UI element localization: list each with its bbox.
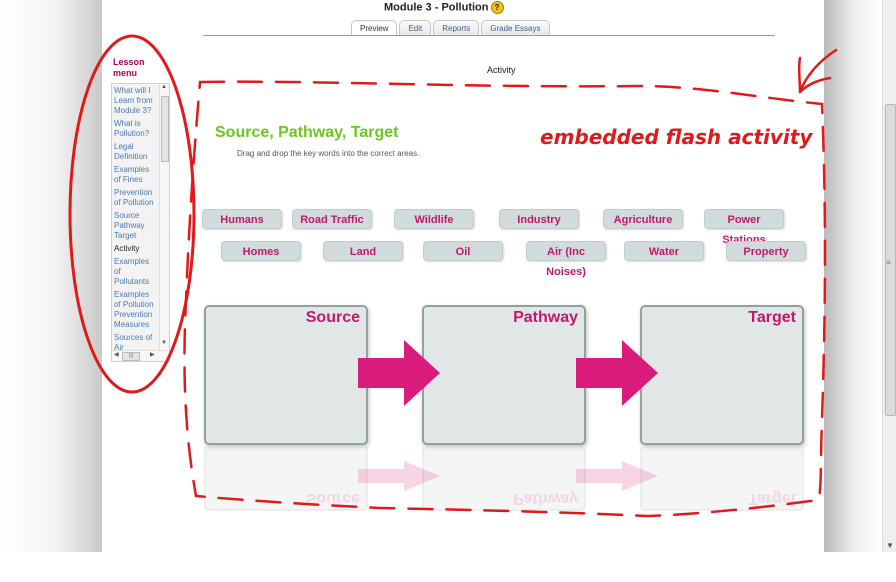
keyword-land[interactable]: Land bbox=[323, 241, 403, 261]
page-title-text: Module 3 - Pollution bbox=[384, 1, 489, 14]
annotation-label: embedded flash activity bbox=[540, 125, 813, 149]
lesson-menu-item-what-is-pollution[interactable]: What is Pollution? bbox=[114, 119, 150, 138]
lesson-menu: What will I Learn from Module 3? What is… bbox=[111, 83, 170, 362]
lesson-menu-item-legal-definition[interactable]: Legal Definition bbox=[114, 142, 148, 161]
arrow-reflection bbox=[576, 461, 658, 491]
keyword-agriculture[interactable]: Agriculture bbox=[603, 209, 683, 229]
keyword-humans[interactable]: Humans bbox=[202, 209, 282, 229]
lesson-menu-item-examples-of-pollutants[interactable]: Examples of Pollutants bbox=[114, 257, 150, 286]
activity-title: Source, Pathway, Target bbox=[215, 124, 399, 141]
lesson-menu-scroll-thumb[interactable] bbox=[161, 96, 169, 162]
drop-zone-source[interactable]: Source bbox=[204, 305, 368, 445]
lesson-menu-item-prevention-measures[interactable]: Examples of Pollution Prevention Measure… bbox=[114, 290, 154, 329]
lesson-menu-item-what-will-i-learn[interactable]: What will I Learn from Module 3? bbox=[114, 86, 153, 115]
tab-preview[interactable]: Preview bbox=[351, 20, 398, 36]
drop-zone-reflection: Source bbox=[204, 447, 368, 511]
drop-zone-label-source: Source bbox=[305, 309, 360, 326]
scroll-down-arrow-icon[interactable]: ▼ bbox=[161, 340, 167, 346]
question-mark-icon[interactable]: ? bbox=[490, 1, 504, 14]
page-scrollbar[interactable]: ≡ ▼ bbox=[882, 0, 896, 552]
lesson-menu-item-prevention-of-pollution[interactable]: Prevention of Pollution bbox=[114, 188, 154, 207]
scroll-up-arrow-icon[interactable]: ▲ bbox=[161, 84, 167, 90]
keyword-industry[interactable]: Industry bbox=[499, 209, 579, 229]
tab-reports[interactable]: Reports bbox=[433, 20, 480, 36]
activity-heading: Activity bbox=[487, 65, 516, 75]
right-page-gutter bbox=[824, 0, 882, 552]
page-title: Module 3 - Pollution? bbox=[384, 1, 504, 14]
tab-grade-essays[interactable]: Grade Essays bbox=[481, 20, 550, 36]
left-page-gutter bbox=[0, 0, 102, 552]
keyword-oil[interactable]: Oil bbox=[423, 241, 503, 261]
keyword-wildlife[interactable]: Wildlife bbox=[394, 209, 474, 229]
drop-zone-label-target: Target bbox=[748, 309, 796, 326]
scroll-down-arrow-icon[interactable]: ▼ bbox=[886, 541, 894, 550]
tab-bar: Preview Edit Reports Grade Essays bbox=[351, 20, 550, 36]
lesson-menu-item-examples-of-fines[interactable]: Examples of Fines bbox=[114, 165, 150, 184]
arrow-right-icon bbox=[358, 340, 440, 406]
drop-zone-reflection: Target bbox=[640, 447, 804, 511]
drop-zone-label-pathway: Pathway bbox=[513, 309, 578, 326]
keyword-air-inc-noises[interactable]: Air (Inc Noises) bbox=[526, 241, 606, 278]
keyword-road-traffic[interactable]: Road Traffic bbox=[292, 209, 372, 229]
keyword-water[interactable]: Water bbox=[624, 241, 704, 261]
scroll-right-arrow-icon[interactable]: ▶ bbox=[150, 352, 155, 358]
drop-zone-reflection: Pathway bbox=[422, 447, 586, 511]
lesson-menu-item-activity: Activity bbox=[114, 244, 140, 253]
lesson-menu-vertical-scrollbar[interactable]: ▲ ▼ bbox=[159, 84, 169, 350]
keyword-homes[interactable]: Homes bbox=[221, 241, 301, 261]
activity-instruction: Drag and drop the key words into the cor… bbox=[237, 149, 420, 158]
arrow-right-icon bbox=[576, 340, 658, 406]
scroll-left-arrow-icon[interactable]: ◀ bbox=[114, 352, 119, 358]
drop-zone-reflection-label: Target bbox=[748, 490, 796, 507]
keyword-power-stations[interactable]: Power Stations bbox=[704, 209, 784, 246]
lesson-menu-title: Lesson menu bbox=[113, 57, 145, 78]
tab-edit[interactable]: Edit bbox=[399, 20, 432, 36]
lesson-menu-horizontal-scrollbar[interactable]: ◀ ||| ▶ bbox=[112, 350, 168, 361]
scrollbar-grip-icon: ≡ bbox=[886, 258, 891, 267]
drop-zone-reflection-label: Source bbox=[305, 490, 360, 507]
drop-zone-pathway[interactable]: Pathway bbox=[422, 305, 586, 445]
tab-divider bbox=[203, 35, 775, 36]
keyword-property[interactable]: Property bbox=[726, 241, 806, 261]
lesson-menu-list: What will I Learn from Module 3? What is… bbox=[114, 86, 158, 356]
status-bar bbox=[0, 552, 896, 582]
drop-zone-target[interactable]: Target bbox=[640, 305, 804, 445]
drop-zone-reflection-label: Pathway bbox=[513, 490, 578, 507]
lesson-menu-hscroll-thumb[interactable]: ||| bbox=[122, 352, 140, 361]
lesson-menu-item-source-pathway-target[interactable]: Source Pathway Target bbox=[114, 211, 145, 240]
arrow-reflection bbox=[358, 461, 440, 491]
